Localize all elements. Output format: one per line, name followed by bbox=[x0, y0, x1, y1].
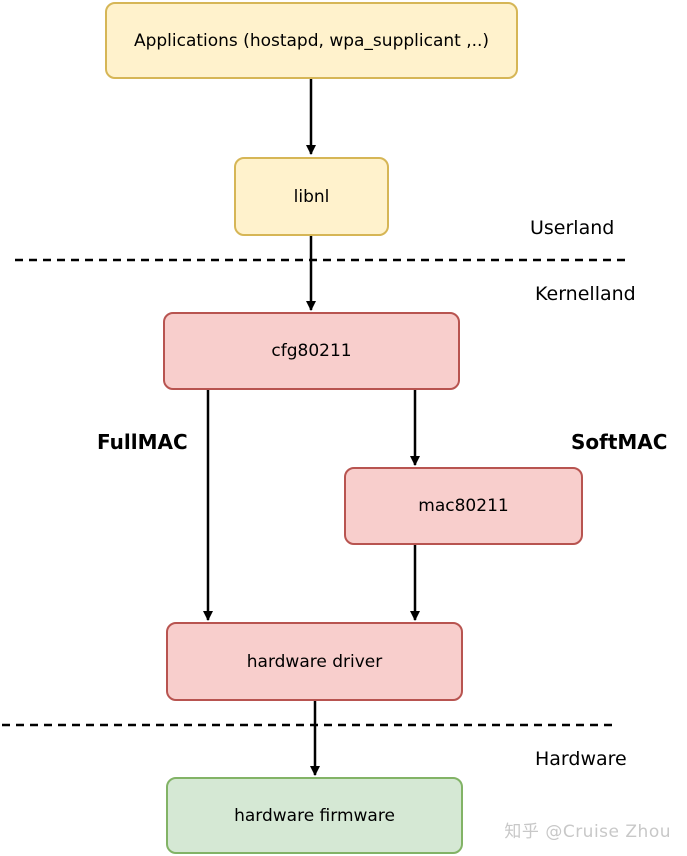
hardware-firmware-label: hardware firmware bbox=[234, 805, 395, 826]
kernelland-label: Kernelland bbox=[535, 283, 636, 305]
hardware-firmware-node: hardware firmware bbox=[166, 777, 463, 854]
libnl-node: libnl bbox=[234, 157, 389, 236]
hardware-driver-label: hardware driver bbox=[246, 651, 383, 672]
softmac-label: SoftMAC bbox=[571, 430, 668, 454]
applications-label: Applications (hostapd, wpa_supplicant ,.… bbox=[133, 30, 490, 51]
cfg80211-label: cfg80211 bbox=[271, 341, 352, 361]
libnl-label: libnl bbox=[293, 186, 330, 207]
hardware-layer-label: Hardware bbox=[535, 748, 627, 770]
mac80211-label: mac80211 bbox=[418, 496, 509, 516]
hardware-driver-node: hardware driver bbox=[166, 622, 463, 701]
userland-label: Userland bbox=[530, 217, 615, 239]
fullmac-label: FullMAC bbox=[97, 430, 188, 454]
mac80211-node: mac80211 bbox=[344, 467, 583, 545]
applications-node: Applications (hostapd, wpa_supplicant ,.… bbox=[105, 2, 518, 79]
cfg80211-node: cfg80211 bbox=[163, 312, 460, 390]
watermark: 知乎 @Cruise Zhou bbox=[504, 822, 671, 842]
